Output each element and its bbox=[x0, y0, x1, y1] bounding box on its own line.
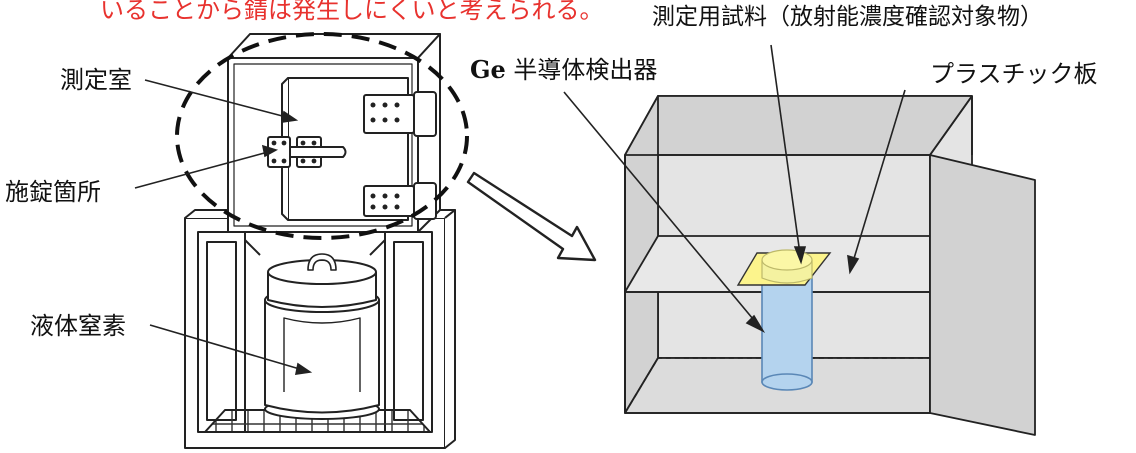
measurement-room-box bbox=[227, 33, 441, 233]
label-sample: 測定用試料（放射能濃度確認対象物） bbox=[652, 4, 1043, 30]
caption-text: いることから錆は発生しにくいと考えられる。 bbox=[100, 0, 604, 24]
ge-prefix: Ge bbox=[470, 55, 506, 84]
door-latch bbox=[267, 136, 347, 168]
arrow-icon bbox=[466, 171, 597, 262]
label-measurement-room: 測定室 bbox=[60, 66, 132, 94]
label-plastic-plate: プラスチック板 bbox=[930, 60, 1098, 88]
label-lock-point: 施錠箇所 bbox=[5, 178, 101, 206]
label-liquid-nitrogen: 液体窒素 bbox=[30, 312, 126, 340]
right-leaders bbox=[563, 44, 906, 333]
ge-detector-text: 半導体検出器 bbox=[513, 56, 658, 84]
shield-apparatus bbox=[184, 33, 456, 449]
cabinet-interior bbox=[624, 95, 1036, 436]
label-ge-detector: Ge 半導体検出器 bbox=[470, 55, 658, 84]
ge-detector-cylinder bbox=[761, 269, 813, 391]
dewar bbox=[264, 253, 380, 420]
highlight-ellipse bbox=[175, 32, 469, 240]
left-leaders bbox=[134, 79, 313, 375]
